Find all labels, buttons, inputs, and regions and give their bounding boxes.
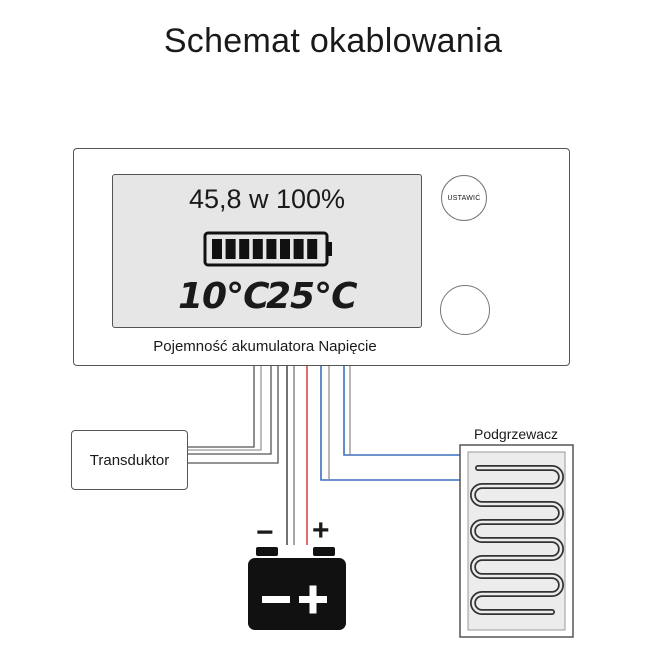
- heater-icon: [459, 444, 574, 638]
- battery-segment: [252, 239, 263, 259]
- battery-wires: [286, 366, 308, 545]
- battery-icon: [248, 547, 346, 630]
- voltage-capacity-readout: 45,8 w 100%: [188, 184, 346, 214]
- set-button-label: USTAWIĆ: [447, 194, 481, 202]
- battery-level-icon: [203, 231, 332, 267]
- transductor-box: Transduktor: [71, 430, 188, 490]
- temperature-right: 25°C: [266, 276, 358, 317]
- transductor-label: Transduktor: [89, 451, 170, 469]
- device-caption: Pojemność akumulatora Napięcie: [153, 338, 377, 355]
- heater-label: Podgrzewacz: [474, 426, 559, 442]
- diagram-title: Schemat okablowania: [163, 22, 503, 60]
- transductor-wires: [188, 366, 279, 464]
- power-button[interactable]: [440, 285, 490, 335]
- battery-segment: [239, 239, 250, 259]
- battery-segment: [212, 239, 222, 259]
- heater-wires: [320, 366, 462, 481]
- battery-segment: [293, 239, 304, 259]
- battery-minus-sign: −: [256, 516, 274, 549]
- battery-segment: [266, 239, 277, 259]
- set-button[interactable]: USTAWIĆ: [441, 175, 487, 221]
- battery-plus-sign: +: [312, 514, 330, 547]
- battery-segment: [307, 239, 318, 259]
- battery-segment: [280, 239, 290, 259]
- battery-segment: [225, 239, 236, 259]
- temperature-left: 10°C: [178, 276, 270, 317]
